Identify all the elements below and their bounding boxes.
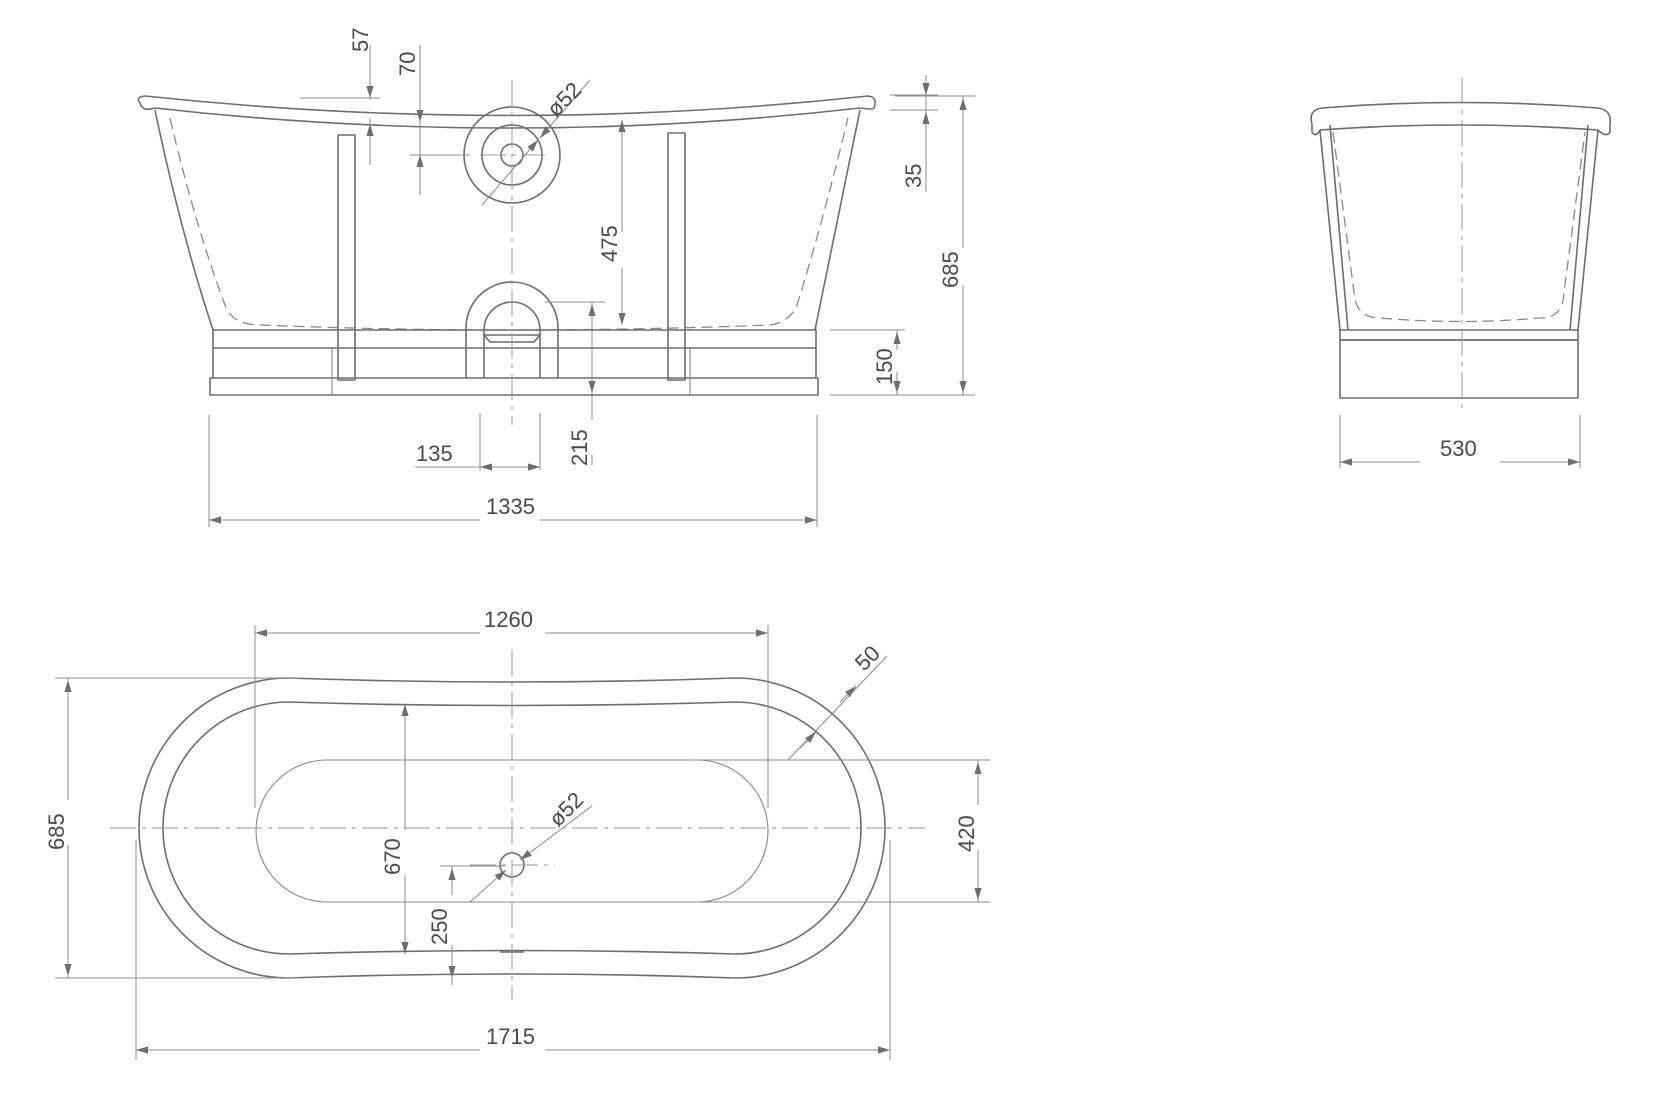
dim-rim-thickness: 35 <box>901 164 926 188</box>
plan-view <box>110 650 925 1000</box>
end-view-dimensions: 530 <box>1339 415 1581 468</box>
dim-total-width: 685 <box>44 813 69 850</box>
dim-waste-height: 215 <box>567 429 592 466</box>
side-view-dimensions: 57 70 ø52 35 475 685 150 215 <box>208 28 975 527</box>
dim-inner-depth: 475 <box>597 225 622 262</box>
dim-total-height: 685 <box>938 251 963 288</box>
dim-inner-length: 1260 <box>484 607 533 632</box>
dim-rim-offset: 57 <box>348 28 373 52</box>
dim-inner-width: 670 <box>380 838 405 875</box>
dim-base-width: 530 <box>1440 436 1477 461</box>
dim-basin-width: 420 <box>954 815 979 852</box>
dim-rim-width: 50 <box>850 641 885 676</box>
dim-base-length: 1335 <box>486 494 535 519</box>
side-view <box>137 80 876 425</box>
dim-waste-width: 135 <box>416 441 453 466</box>
plan-view-dimensions: 1260 50 685 670 420 ø52 250 1715 <box>44 607 990 1060</box>
dim-drain-offset: 250 <box>427 908 452 945</box>
dim-drain-diameter: ø52 <box>544 787 588 831</box>
dim-waste-offset: 70 <box>395 52 420 76</box>
dim-total-length: 1715 <box>486 1024 535 1049</box>
end-view <box>1310 78 1612 412</box>
dim-plinth-height: 150 <box>872 348 897 385</box>
